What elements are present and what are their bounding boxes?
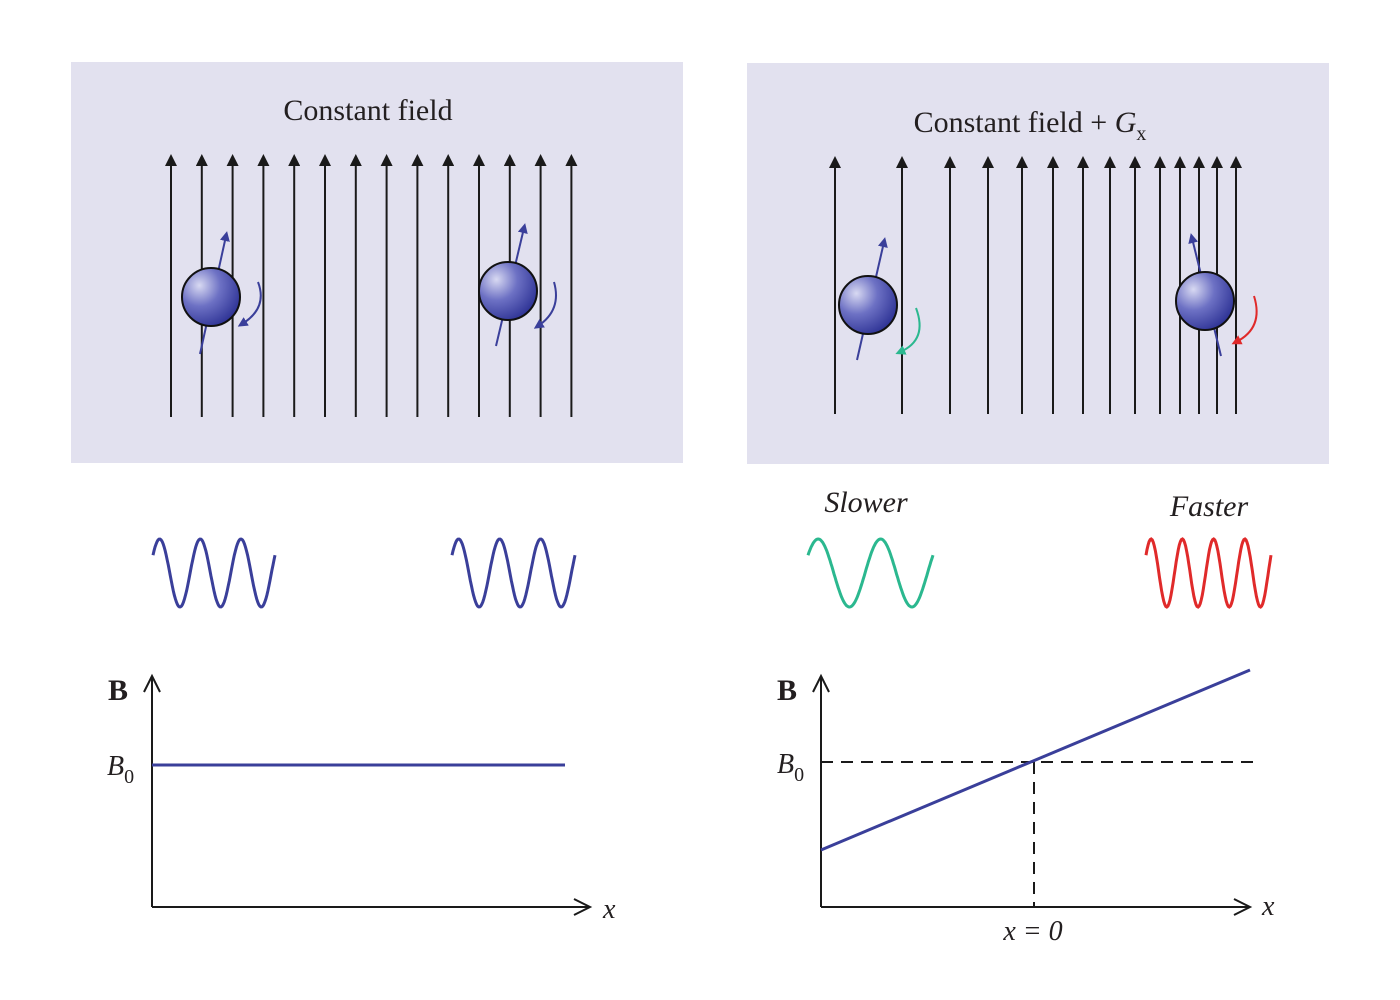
x0-label: x = 0: [1002, 916, 1062, 947]
left-field-panel: Constant field: [71, 62, 683, 463]
x-axis-arrowhead: [1233, 898, 1253, 916]
right-panel-title: Constant field + Gx: [914, 106, 1147, 145]
spin-ball: [838, 275, 898, 335]
spin-ball: [1175, 271, 1235, 331]
b0-label: B0: [107, 751, 134, 788]
precession-arrow: [533, 281, 557, 329]
slower-label: Slower: [824, 486, 908, 519]
right-spin-faster: [1175, 233, 1258, 357]
faster-signal-wave: [1144, 537, 1273, 609]
y-axis-arrowhead: [812, 673, 830, 693]
precession-arrow-slow: [895, 307, 921, 355]
right-field-panel: Constant field + Gx: [747, 63, 1329, 464]
x-axis-label: x: [1261, 891, 1275, 922]
right-field-graph: B x B0 x = 0: [777, 668, 1275, 947]
spin-ball: [181, 267, 241, 327]
left-spin-1: [181, 231, 262, 355]
left-signal-wave-2: [450, 537, 577, 609]
left-panel-background: [71, 62, 683, 463]
right-panel-background: [747, 63, 1329, 464]
faster-label: Faster: [1169, 490, 1249, 523]
spin-ball: [478, 261, 538, 321]
left-spin-2: [478, 223, 557, 347]
slower-signal-wave: [806, 537, 935, 609]
left-field-graph: B x B0: [107, 673, 616, 925]
x-axis-label: x: [602, 894, 616, 925]
precession-arrow-fast: [1231, 295, 1258, 345]
x-axis-arrowhead: [573, 898, 593, 916]
y-axis-label: B: [777, 674, 797, 707]
b0-label: B0: [777, 749, 804, 786]
gradient-field-line: [820, 668, 1251, 852]
precession-arrow: [237, 281, 262, 327]
right-spin-slower: [838, 237, 921, 361]
y-axis-label: B: [108, 674, 128, 707]
left-panel-title: Constant field: [283, 94, 452, 127]
precession-signals: Slower Faster: [151, 486, 1273, 609]
y-axis-arrowhead: [143, 673, 161, 693]
left-signal-wave-1: [151, 537, 277, 609]
